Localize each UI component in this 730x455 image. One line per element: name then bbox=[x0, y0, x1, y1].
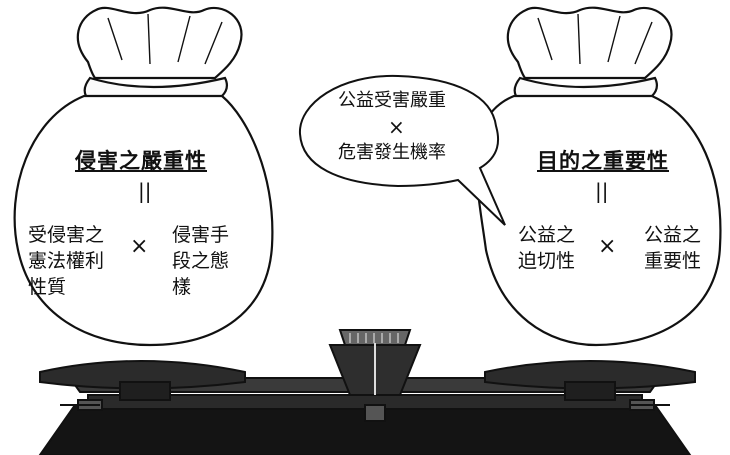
right-bag-title: 目的之重要性 bbox=[537, 149, 669, 173]
balance-scale-icon bbox=[38, 329, 696, 455]
speech-bubble-shape bbox=[298, 74, 506, 226]
bubble-line-1: 公益受害嚴重 bbox=[338, 90, 446, 111]
bubble-multiply-sign: × bbox=[388, 115, 405, 139]
bubble-line-2: 危害發生機率 bbox=[338, 142, 446, 163]
right-factor-importance: 公益之 重要性 bbox=[644, 224, 702, 272]
right-equals-sign: || bbox=[595, 179, 609, 203]
left-factor-rights-nature: 受侵害之 憲法權利 性質 bbox=[28, 224, 105, 298]
left-factor-means: 侵害手 段之態 樣 bbox=[172, 224, 230, 298]
left-equals-sign: || bbox=[138, 179, 152, 203]
left-bag bbox=[13, 6, 274, 347]
left-bag-title: 侵害之嚴重性 bbox=[75, 149, 207, 173]
right-factor-urgency: 公益之 迫切性 bbox=[518, 224, 576, 272]
left-multiply-sign: × bbox=[130, 234, 149, 259]
right-bag bbox=[475, 6, 722, 347]
right-multiply-sign: × bbox=[598, 234, 617, 259]
